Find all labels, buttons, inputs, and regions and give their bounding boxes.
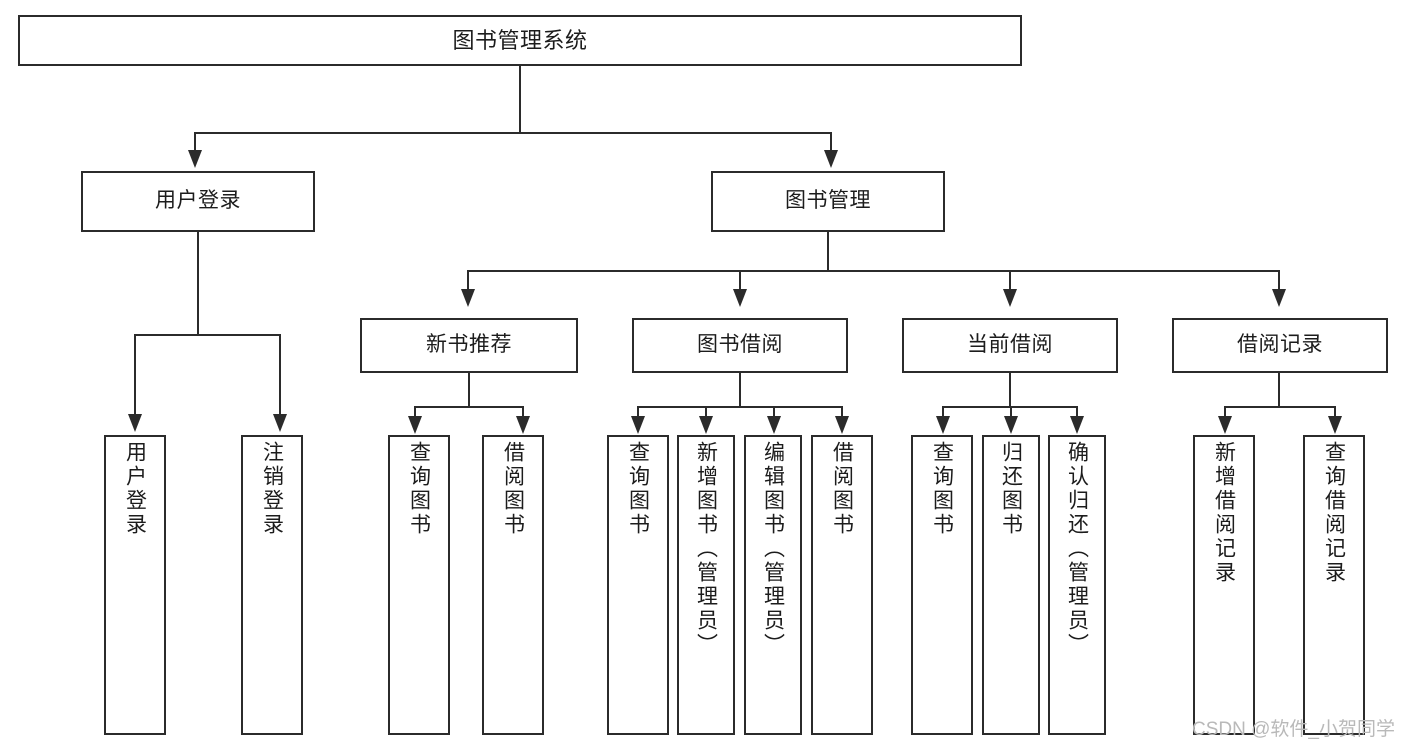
edge-user-login-drop-1: [134, 334, 136, 417]
edge-level3-drop-3: [1009, 270, 1011, 290]
edge-new-book-stem: [468, 373, 470, 407]
arrow-to-leaf-return-book: [1004, 416, 1018, 434]
node-label: 借阅记录: [1237, 333, 1323, 357]
arrow-to-leaf-borrow-book-nb: [516, 416, 530, 434]
arrow-to-leaf-confirm-return: [1070, 416, 1084, 434]
node-current-borrow[interactable]: 当前借阅: [902, 318, 1118, 373]
edge-level3-drop-4: [1278, 270, 1280, 290]
node-user-login[interactable]: 用户登录: [81, 171, 315, 232]
arrow-to-leaf-borrow-book-bb: [835, 416, 849, 434]
arrow-to-leaf-query-record: [1328, 416, 1342, 434]
edge-new-book-bus: [414, 406, 524, 408]
arrow-to-leaf-add-book: [699, 416, 713, 434]
edge-book-borrow-bus: [637, 406, 843, 408]
leaf-add-borrow-record[interactable]: 新增借阅记录: [1193, 435, 1255, 735]
csdn-watermark: CSDN @软件_小贺同学: [1192, 719, 1395, 740]
edge-current-borrow-drop-3: [1076, 406, 1078, 418]
leaf-user-login[interactable]: 用户登录: [104, 435, 166, 735]
edge-user-login-drop-2: [279, 334, 281, 417]
edge-level3-drop-1: [467, 270, 469, 290]
arrow-to-borrow-record: [1272, 289, 1286, 307]
node-label: 查询借阅记录: [1322, 441, 1346, 585]
edge-book-borrow-drop-4: [841, 406, 843, 418]
edge-root-drop-left: [194, 132, 196, 150]
node-label: 查询图书: [930, 441, 954, 537]
node-label: 新增图书（管理员）: [694, 441, 718, 657]
edge-root-drop-right: [830, 132, 832, 150]
edge-current-borrow-drop-1: [942, 406, 944, 418]
node-label: 当前借阅: [967, 333, 1053, 357]
arrow-to-book-borrow: [733, 289, 747, 307]
edge-root-stem: [519, 66, 521, 133]
arrow-to-book-management: [824, 150, 838, 168]
edge-root-bus: [194, 132, 832, 134]
arrow-to-current-borrow: [1003, 289, 1017, 307]
leaf-borrow-book-borrow[interactable]: 借阅图书: [811, 435, 873, 735]
node-label: 新书推荐: [426, 333, 512, 357]
leaf-borrow-book-new-recommend[interactable]: 借阅图书: [482, 435, 544, 735]
edge-borrow-record-bus: [1224, 406, 1336, 408]
leaf-logout[interactable]: 注销登录: [241, 435, 303, 735]
edge-new-book-drop-1: [414, 406, 416, 418]
arrow-to-new-book: [461, 289, 475, 307]
node-label: 图书管理系统: [452, 27, 588, 53]
node-label: 查询图书: [626, 441, 650, 537]
node-label: 确认归还（管理员）: [1065, 441, 1089, 657]
arrow-to-leaf-add-record: [1218, 416, 1232, 434]
edge-current-borrow-stem: [1009, 373, 1011, 407]
node-root-system[interactable]: 图书管理系统: [18, 15, 1022, 66]
leaf-edit-book-admin[interactable]: 编辑图书（管理员）: [744, 435, 802, 735]
node-book-borrow[interactable]: 图书借阅: [632, 318, 848, 373]
edge-book-borrow-stem: [739, 373, 741, 407]
edge-user-login-bus: [134, 334, 281, 336]
leaf-query-book-current[interactable]: 查询图书: [911, 435, 973, 735]
edge-book-borrow-drop-2: [705, 406, 707, 418]
arrow-to-leaf-logout: [273, 414, 287, 432]
edge-user-login-stem: [197, 232, 199, 335]
arrow-to-leaf-query-book-nb: [408, 416, 422, 434]
node-label: 编辑图书（管理员）: [761, 441, 785, 657]
node-book-management[interactable]: 图书管理: [711, 171, 945, 232]
node-label: 注销登录: [260, 441, 284, 537]
edge-book-management-stem: [827, 232, 829, 271]
edge-book-borrow-drop-1: [637, 406, 639, 418]
edge-level3-bus: [467, 270, 1280, 272]
arrow-to-leaf-query-book-cb: [936, 416, 950, 434]
edge-borrow-record-stem: [1278, 373, 1280, 407]
arrow-to-leaf-edit-book: [767, 416, 781, 434]
node-label: 归还图书: [999, 441, 1023, 537]
leaf-query-book-borrow[interactable]: 查询图书: [607, 435, 669, 735]
edge-current-borrow-drop-2: [1010, 406, 1012, 418]
edge-new-book-drop-2: [522, 406, 524, 418]
edge-book-borrow-drop-3: [773, 406, 775, 418]
node-label: 用户登录: [123, 441, 147, 537]
leaf-query-borrow-record[interactable]: 查询借阅记录: [1303, 435, 1365, 735]
arrow-to-leaf-user-login: [128, 414, 142, 432]
node-label: 借阅图书: [830, 441, 854, 537]
node-new-book-recommend[interactable]: 新书推荐: [360, 318, 578, 373]
node-label: 查询图书: [407, 441, 431, 537]
arrow-to-user-login: [188, 150, 202, 168]
leaf-query-book-new-recommend[interactable]: 查询图书: [388, 435, 450, 735]
node-label: 新增借阅记录: [1212, 441, 1236, 585]
leaf-confirm-return-admin[interactable]: 确认归还（管理员）: [1048, 435, 1106, 735]
leaf-return-book[interactable]: 归还图书: [982, 435, 1040, 735]
node-label: 图书管理: [785, 189, 871, 213]
node-borrow-record[interactable]: 借阅记录: [1172, 318, 1388, 373]
node-label: 借阅图书: [501, 441, 525, 537]
edge-borrow-record-drop-1: [1224, 406, 1226, 418]
node-label: 用户登录: [155, 189, 241, 213]
edge-level3-drop-2: [739, 270, 741, 290]
leaf-add-book-admin[interactable]: 新增图书（管理员）: [677, 435, 735, 735]
arrow-to-leaf-query-book-bb: [631, 416, 645, 434]
edge-borrow-record-drop-2: [1334, 406, 1336, 418]
node-label: 图书借阅: [697, 333, 783, 357]
